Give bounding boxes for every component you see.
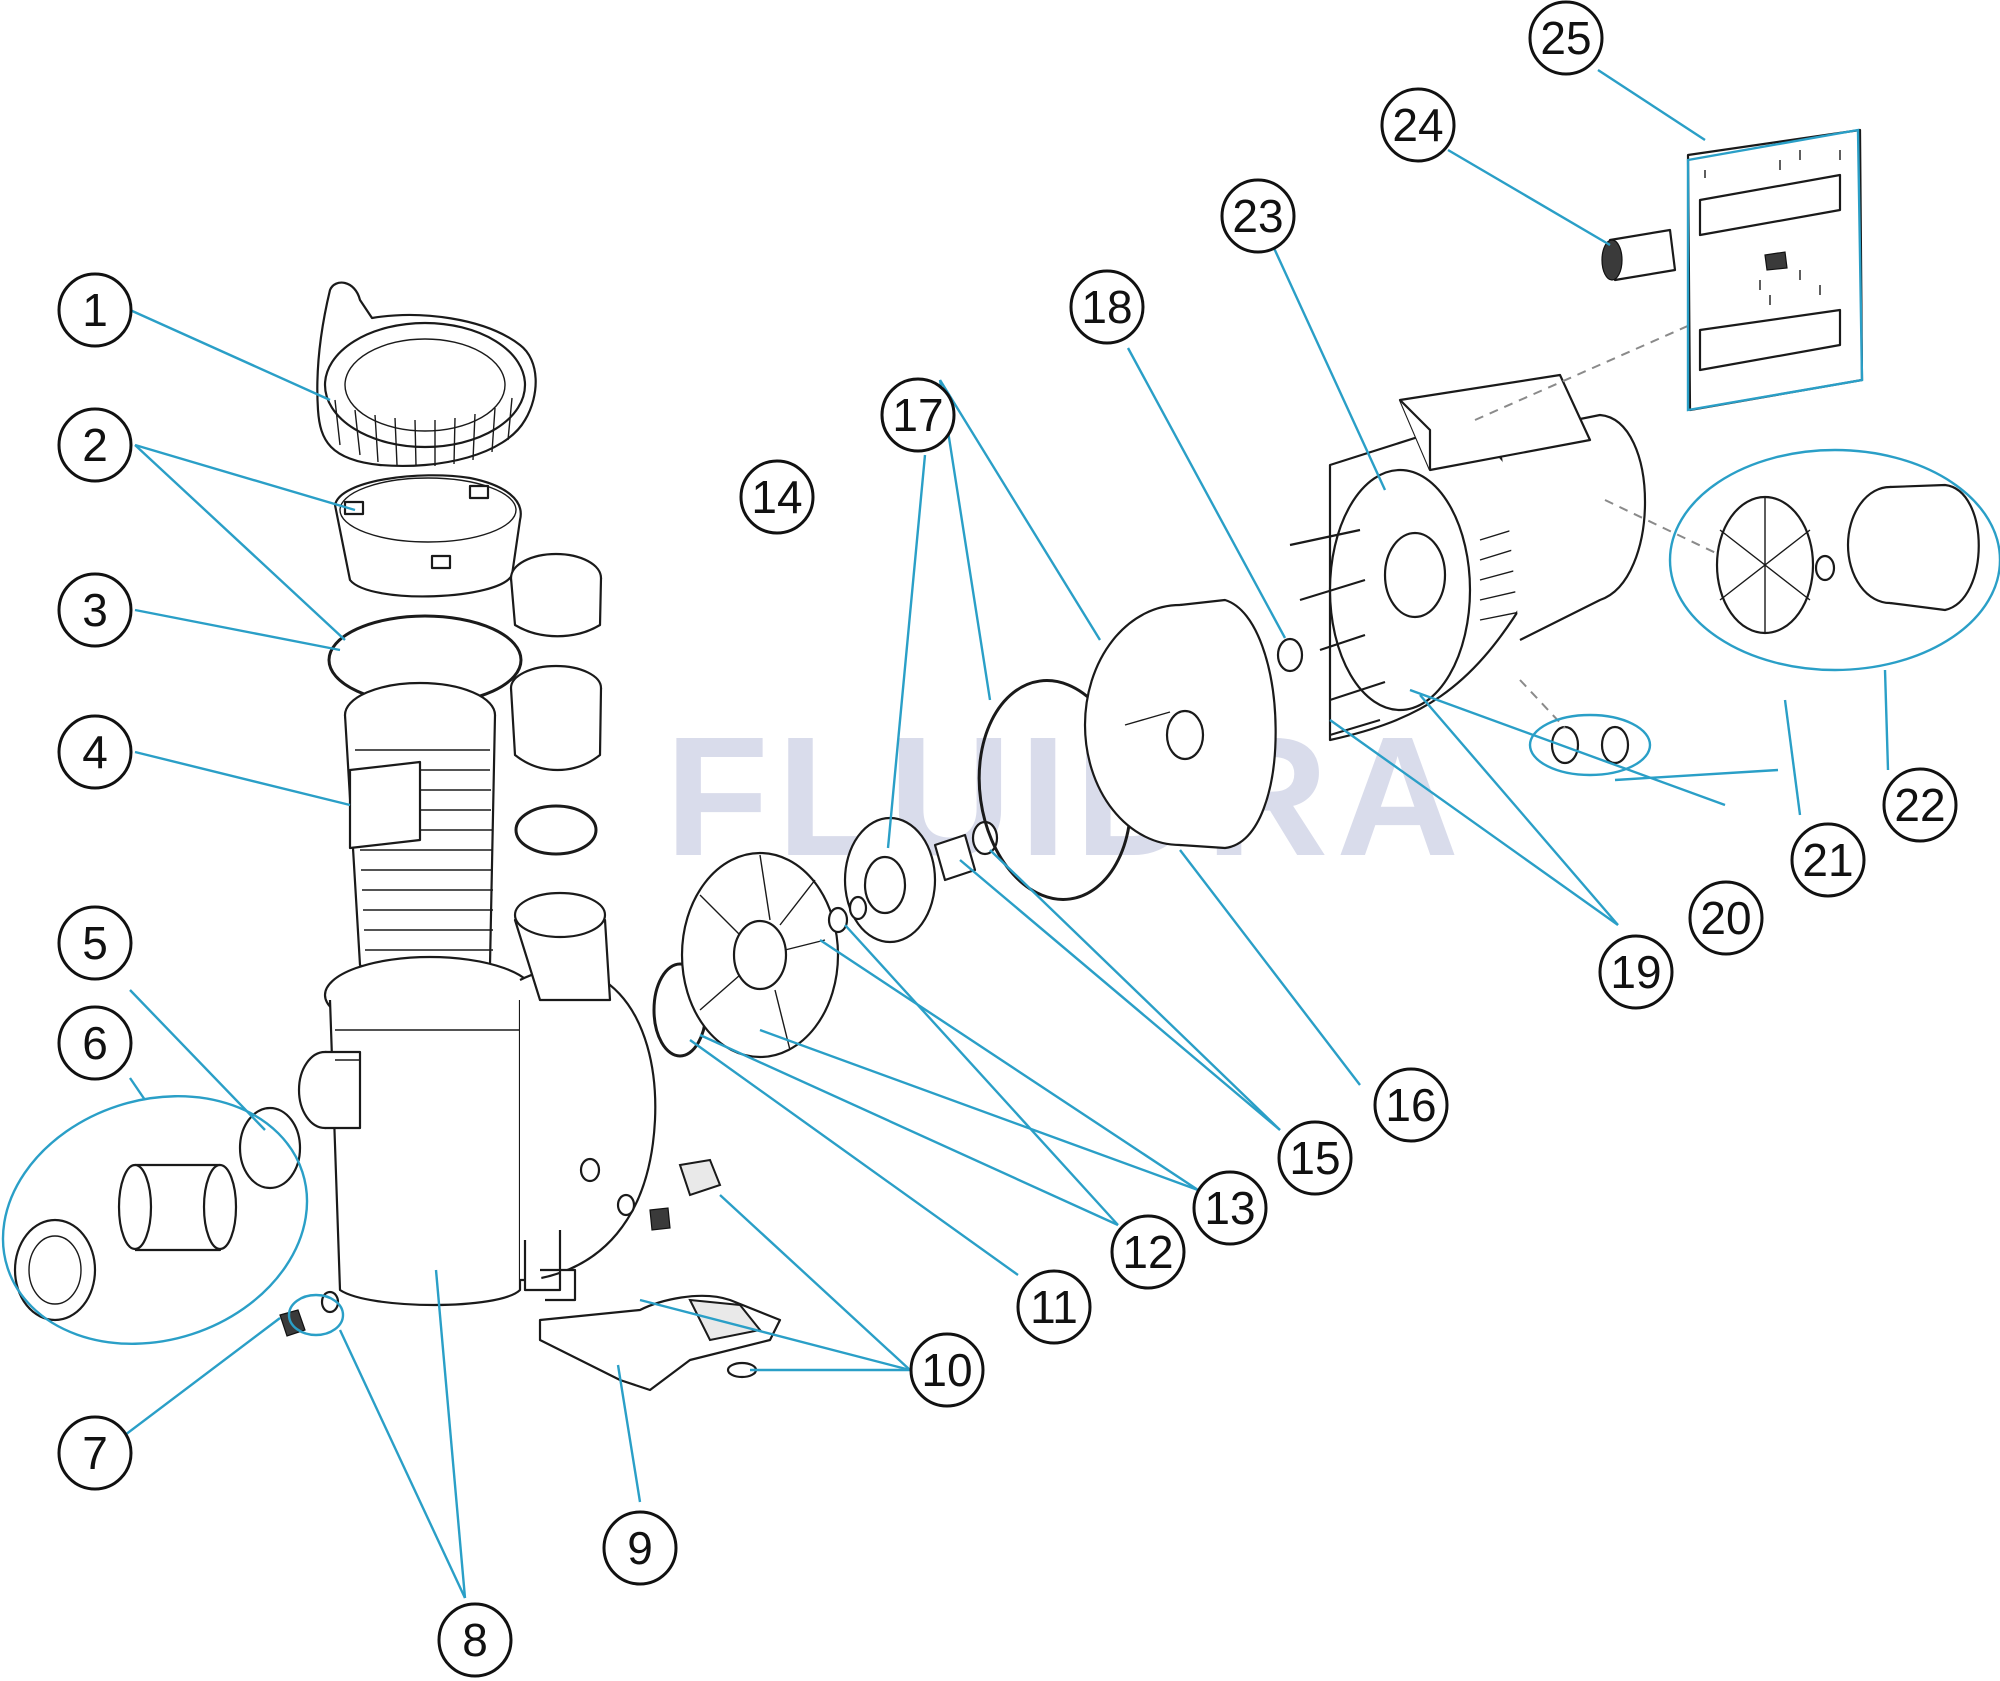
callout-15: 15 (1277, 1120, 1353, 1196)
svg-text:24: 24 (1392, 99, 1443, 151)
callout-7: 7 (57, 1415, 133, 1491)
part-6-union-set-left (13, 1106, 302, 1322)
part-2-lid (333, 474, 522, 598)
callout-19: 19 (1598, 934, 1674, 1010)
callout-23: 23 (1220, 178, 1296, 254)
svg-text:1: 1 (82, 284, 108, 336)
callout-17: 17 (880, 377, 956, 453)
svg-text:3: 3 (82, 584, 108, 636)
svg-text:18: 18 (1081, 281, 1132, 333)
callout-4: 4 (57, 714, 133, 790)
callout-25: 25 (1528, 0, 1604, 76)
callout-10: 10 (909, 1332, 985, 1408)
svg-text:5: 5 (82, 917, 108, 969)
callout-11: 11 (1016, 1269, 1092, 1345)
svg-text:13: 13 (1204, 1182, 1255, 1234)
svg-text:7: 7 (82, 1427, 108, 1479)
part-1-lid-ring (316, 281, 537, 467)
callout-2: 2 (57, 407, 133, 483)
callout-6: 6 (57, 1005, 133, 1081)
svg-text:22: 22 (1894, 779, 1945, 831)
part-15-seal (933, 820, 999, 882)
svg-text:16: 16 (1385, 1079, 1436, 1131)
svg-text:11: 11 (1030, 1281, 1078, 1333)
parts (13, 128, 1980, 1392)
callout-21: 21 (1790, 822, 1866, 898)
callout-20: 20 (1688, 880, 1764, 956)
part-4-basket (343, 681, 497, 982)
svg-text:14: 14 (751, 471, 802, 523)
svg-text:21: 21 (1802, 834, 1853, 886)
group-outlines (1, 128, 2000, 1345)
svg-text:12: 12 (1122, 1226, 1173, 1278)
svg-text:20: 20 (1700, 892, 1751, 944)
callout-16: 16 (1373, 1067, 1449, 1143)
watermark: FLUIDRA (665, 702, 1467, 892)
svg-text:6: 6 (82, 1017, 108, 1069)
callout-8: 8 (437, 1602, 513, 1678)
svg-text:17: 17 (892, 389, 943, 441)
svg-text:10: 10 (921, 1344, 972, 1396)
svg-text:15: 15 (1289, 1132, 1340, 1184)
callout-9: 9 (602, 1510, 678, 1586)
svg-text:2: 2 (82, 419, 108, 471)
callout-22: 22 (1882, 767, 1958, 843)
svg-text:9: 9 (627, 1522, 653, 1574)
part-24-capacitor (1601, 228, 1677, 282)
svg-text:8: 8 (462, 1614, 488, 1666)
callout-5: 5 (57, 905, 133, 981)
callout-3: 3 (57, 572, 133, 648)
part-16-seal-plate (1083, 598, 1277, 850)
callout-18: 18 (1069, 269, 1145, 345)
callout-12: 12 (1110, 1214, 1186, 1290)
part-12-diffuser (680, 851, 849, 1059)
part-14-impeller (843, 816, 937, 944)
svg-text:23: 23 (1232, 190, 1283, 242)
svg-text:25: 25 (1540, 12, 1591, 64)
callout-1: 1 (57, 272, 133, 348)
union-set-upper (509, 552, 603, 856)
callout-14: 14 (739, 459, 815, 535)
part-18-washer (1276, 637, 1304, 673)
part-22-fan-cover (1715, 483, 1980, 635)
leader-lines (124, 68, 1890, 1599)
svg-text:4: 4 (82, 726, 108, 778)
part-25-terminal-box-kit (1686, 128, 1864, 412)
svg-text:19: 19 (1610, 946, 1661, 998)
callout-13: 13 (1192, 1170, 1268, 1246)
callout-24: 24 (1380, 87, 1456, 163)
part-10-small-parts (579, 1157, 758, 1379)
motor-assembly (1289, 373, 1646, 742)
